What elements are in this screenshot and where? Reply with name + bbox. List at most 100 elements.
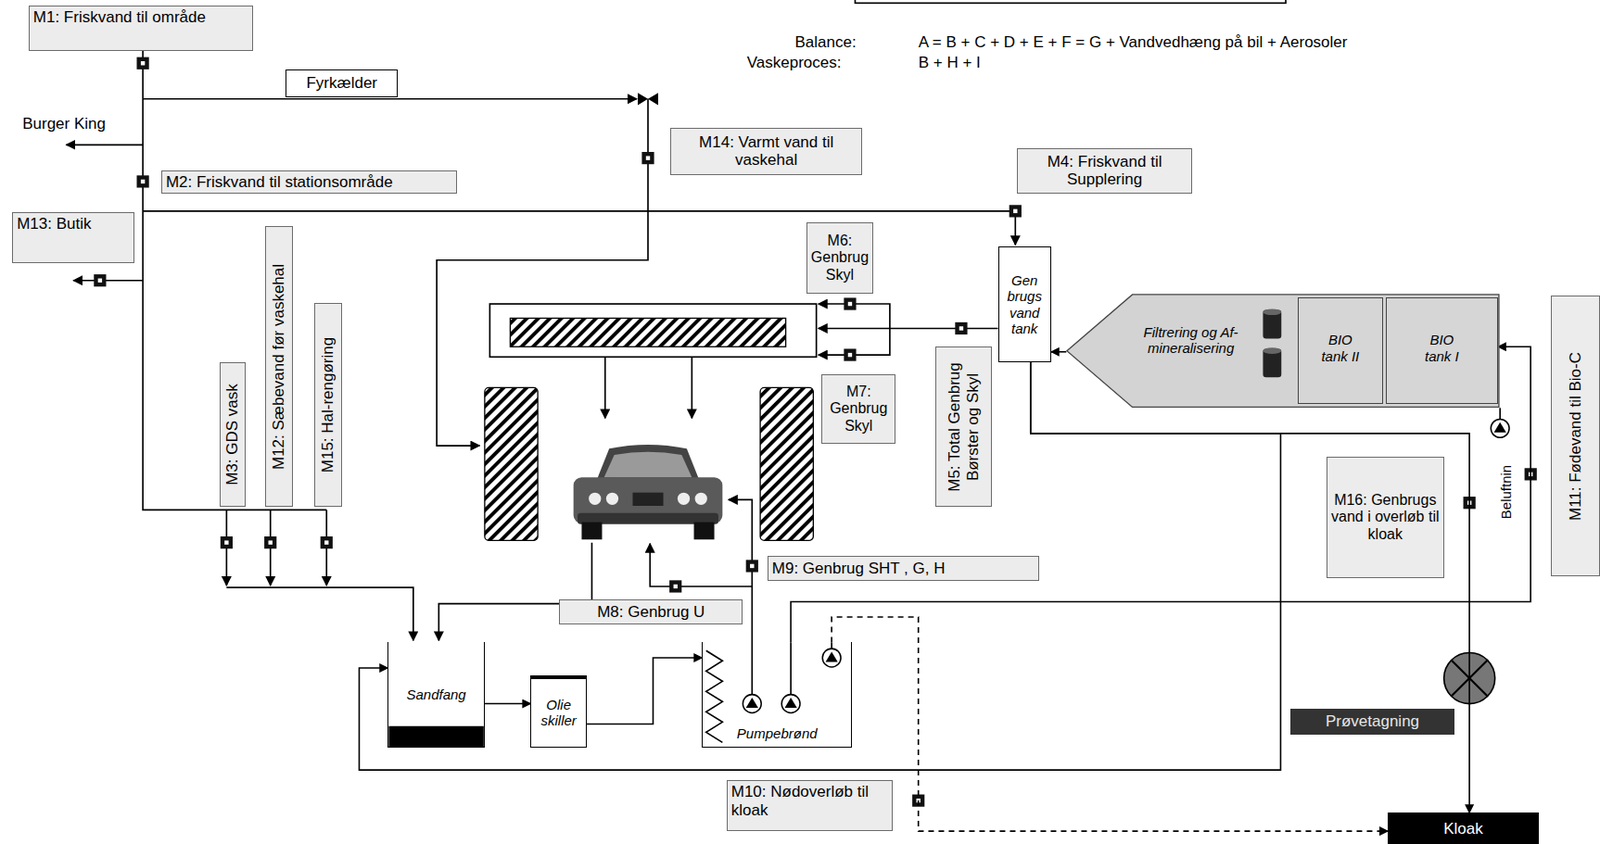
pipe — [66, 143, 144, 146]
meter-label: M3: GDS vask — [219, 362, 246, 508]
room-box: Fyrkælder — [285, 69, 398, 98]
sand-trap: Sandfang — [387, 642, 485, 748]
wash-frame — [489, 304, 816, 357]
meter — [843, 297, 856, 310]
pump-well: Pumpebrønd — [701, 642, 852, 748]
spray-arrow — [604, 356, 607, 419]
meter — [1009, 204, 1022, 217]
pipe — [789, 643, 792, 696]
aeration-label: Beluftnin — [1498, 464, 1514, 519]
meter-label: M11: Fødevand til Bio-C — [1550, 295, 1600, 577]
pipe — [830, 643, 833, 650]
flow-pipe — [484, 703, 532, 706]
drain-pipe — [438, 543, 592, 642]
note-label: A = B + C + D + E + F = G + Vandvedhæng … — [918, 33, 1348, 52]
pipe — [142, 50, 327, 510]
pump-symbol — [742, 695, 762, 714]
node-text: BIO tank II — [1316, 331, 1364, 365]
meter-label: M15: Hal-rengøring — [314, 303, 343, 508]
meter-label: M13: Butik — [12, 212, 135, 264]
node-text: M1: Friskvand til område — [33, 8, 206, 27]
car-light — [606, 493, 619, 506]
car-illustration — [573, 444, 724, 540]
car-light — [695, 493, 708, 506]
pipe — [73, 279, 143, 282]
side-brush — [484, 387, 538, 541]
meter — [746, 559, 759, 572]
node-text: Gen brugs vand tank — [1001, 272, 1049, 337]
note-label: Burger King — [22, 114, 106, 134]
note-label: B + H + I — [918, 53, 981, 73]
node-text: Filtrering og Af-mineralisering — [1130, 324, 1252, 357]
meter-label: M7: Genbrug Skyl — [821, 374, 896, 445]
header-frame — [854, 0, 1286, 3]
vertical-label-text: M5: Total Genbrug Børster og Skyl — [945, 352, 982, 502]
bio-tank: BIO tank I — [1385, 297, 1499, 404]
top-brush — [509, 317, 786, 347]
meter — [843, 348, 856, 361]
sampling-box: Prøvetagning — [1290, 709, 1454, 736]
car-windshield — [604, 452, 693, 479]
meter — [137, 57, 150, 70]
meter-label: M2: Friskvand til stationsområde — [161, 170, 458, 195]
car-roof — [596, 444, 699, 480]
side-brush — [760, 387, 813, 541]
meter — [137, 175, 150, 188]
meters — [93, 57, 1537, 808]
node-text: M16: Genbrugs vand i overløb til kloak — [1331, 492, 1440, 544]
aeration-pump — [1490, 419, 1510, 438]
vertical-label-text: M12: Sæbevand før vaskehal — [269, 231, 289, 502]
meter-label: M16: Genbrugs vand i overløb til kloak — [1326, 457, 1445, 579]
node-text: M14: Varmt vand til vaskehal — [674, 133, 858, 170]
air-pipe — [1498, 407, 1501, 420]
meter-label: M10: Nødoverløb til kloak — [726, 780, 893, 832]
node-text: Pumpebrønd — [736, 725, 818, 742]
car-light — [588, 493, 601, 506]
node-text: Fyrkælder — [305, 74, 378, 93]
sediment — [388, 726, 483, 749]
meter-label: M4: Friskvand til Supplering — [1016, 148, 1192, 195]
pipe — [728, 499, 752, 695]
meter — [264, 536, 277, 549]
car-grille — [632, 493, 663, 507]
oil-separator: Olie skiller — [530, 675, 587, 749]
node-text: M13: Butik — [16, 215, 91, 234]
node-text: M9: Genbrug SHT , G, H — [772, 559, 946, 579]
node-text: M4: Friskvand til Supplering — [1021, 152, 1187, 190]
note-label: Vaskeproces: — [747, 53, 842, 73]
pipe — [818, 328, 999, 331]
meter — [93, 274, 106, 287]
pipe — [142, 98, 637, 101]
node-text: Kloak — [1443, 820, 1484, 839]
flow-pipe — [1030, 362, 1470, 814]
meter — [641, 152, 654, 165]
flow-pipe — [1051, 351, 1067, 354]
car-wheel — [581, 522, 602, 541]
pipe — [226, 587, 413, 641]
meter — [220, 536, 233, 549]
node-text: Olie skiller — [534, 697, 583, 730]
meter — [954, 322, 967, 335]
vertical-label-text: M15: Hal-rengøring — [318, 308, 338, 502]
water-tank: Gen brugs vand tank — [998, 246, 1052, 362]
meter-label: M5: Total Genbrug Børster og Skyl — [935, 346, 992, 508]
meter-label: M8: Genbrug U — [558, 599, 743, 624]
pipe — [436, 99, 648, 446]
car-wheel — [694, 522, 715, 541]
filter-cylinder-top — [1263, 347, 1283, 355]
pipes — [66, 0, 1501, 743]
meter — [669, 580, 682, 593]
screen — [706, 650, 724, 743]
valve-symbol — [637, 92, 659, 105]
node-text: Prøvetagning — [1325, 712, 1420, 732]
car-light — [677, 493, 690, 506]
vertical-label-text: M3: GDS vask — [223, 368, 242, 502]
flow-pipe — [586, 658, 702, 725]
node-text: M10: Nødoverløb til kloak — [731, 783, 889, 820]
meter-label: M14: Varmt vand til vaskehal — [670, 127, 863, 177]
sewer-box: Kloak — [1387, 812, 1539, 844]
bio-tank: BIO tank II — [1297, 297, 1383, 404]
meter — [320, 536, 333, 549]
filter-unit: Filtrering og Af-mineralisering BIO tank … — [1066, 293, 1500, 408]
flow-pipe — [358, 362, 1281, 771]
